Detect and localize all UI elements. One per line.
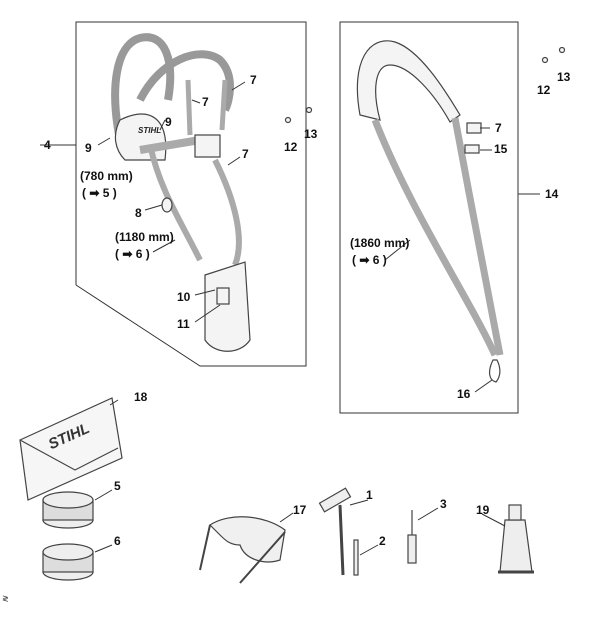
callout-10: 10 xyxy=(177,290,191,304)
callout-7: 7 xyxy=(202,95,209,109)
length-780: (780 mm) xyxy=(80,169,133,183)
callout-7: 7 xyxy=(242,147,249,161)
callout-9: 9 xyxy=(85,141,92,155)
ref-6: ( ➡ 6 ) xyxy=(352,253,387,267)
callout-13: 13 xyxy=(557,70,571,84)
callout-1: 1 xyxy=(366,488,373,502)
callout-16: 16 xyxy=(457,387,471,401)
callout-7: 7 xyxy=(495,121,502,135)
callout-4: 4 xyxy=(44,138,51,152)
callout-12: 12 xyxy=(284,140,298,154)
callout-13: 13 xyxy=(304,127,318,141)
shoulder-strap-group-frame xyxy=(339,21,519,414)
callout-8: 8 xyxy=(135,206,142,220)
callout-9: 9 xyxy=(165,115,172,129)
leader-lines xyxy=(94,81,506,556)
callout-7: 7 xyxy=(250,73,257,87)
callout-5: 5 xyxy=(114,479,121,493)
callout-14: 14 xyxy=(545,187,559,201)
callout-11: 11 xyxy=(177,317,190,331)
shoulder-strap-drawing xyxy=(284,40,566,383)
callout-18: 18 xyxy=(134,390,148,404)
length-1180: (1180 mm) xyxy=(115,230,174,244)
length-1860: (1860 mm) xyxy=(350,236,410,250)
ref-6: ( ➡ 6 ) xyxy=(115,247,150,261)
callout-19: 19 xyxy=(476,503,490,517)
tool-pouch-drawing: STIHL xyxy=(19,397,123,501)
callout-6: 6 xyxy=(114,534,121,548)
callout-12: 12 xyxy=(537,83,551,97)
callout-2: 2 xyxy=(379,534,386,548)
callout-17: 17 xyxy=(293,503,307,517)
full-harness-drawing: STIHL xyxy=(111,33,251,352)
safety-glasses-drawing xyxy=(199,516,286,584)
harness-group-frame xyxy=(75,21,307,367)
callout-15: 15 xyxy=(494,142,508,156)
callout-3: 3 xyxy=(440,497,447,511)
corner-mark-icon: ≷ xyxy=(2,594,9,603)
svg-text:STIHL: STIHL xyxy=(138,126,161,135)
tools-drawing xyxy=(318,487,534,576)
ref-5: ( ➡ 5 ) xyxy=(82,186,117,200)
strap-rings-drawing xyxy=(42,491,94,581)
